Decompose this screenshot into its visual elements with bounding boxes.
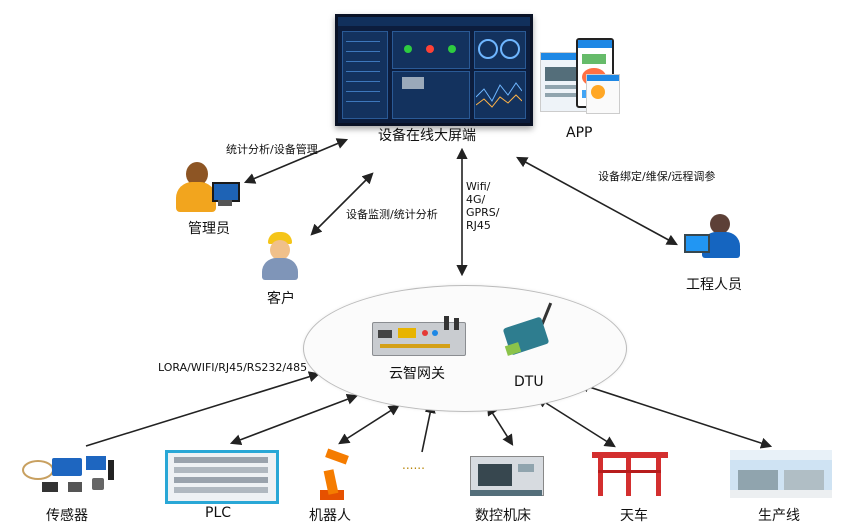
arrow-crane (536, 396, 616, 448)
customer-icon (262, 232, 298, 280)
cnc-image (470, 450, 544, 496)
sensor-image (22, 452, 118, 496)
arrow-dots (421, 401, 436, 453)
production-line-image (730, 450, 832, 498)
robot-image (312, 448, 352, 500)
dtu-label: DTU (514, 374, 544, 390)
customer-edge-label: 设备监测/统计分析 (346, 208, 438, 221)
field-bus-edge-label: LORA/WIFI/RJ45/RS232/485 (158, 361, 308, 374)
app-label: APP (566, 125, 593, 141)
customer-label: 客户 (267, 291, 295, 307)
plc-image (165, 450, 279, 504)
arrow-sensor (85, 371, 321, 447)
production-line-label: 生产线 (758, 508, 800, 524)
big-screen-label: 设备在线大屏端 (378, 128, 476, 144)
cnc-label: 数控机床 (475, 508, 531, 524)
admin-icon (176, 162, 240, 216)
network-edge-label: Wifi/ 4G/ GPRS/ RJ45 (466, 180, 500, 232)
app-screens-image (540, 38, 620, 118)
arrow-cnc (486, 404, 514, 446)
gateway-label: 云智网关 (389, 366, 445, 382)
engineer-icon (684, 214, 744, 258)
crane-label: 天车 (620, 508, 648, 524)
plc-label: PLC (205, 505, 232, 521)
admin-edge-label: 统计分析/设备管理 (226, 143, 318, 156)
admin-label: 管理员 (188, 221, 230, 237)
robot-label: 机器人 (309, 508, 351, 524)
ellipsis-dots: ...... (402, 458, 425, 472)
dashboard-screen-image (335, 14, 533, 126)
arrow-robot (338, 404, 400, 445)
engineer-edge-label: 设备绑定/维保/远程调参 (598, 170, 716, 183)
arrow-plc (229, 393, 359, 446)
arrow-admin-screen (243, 138, 349, 184)
arrow-customer-screen (310, 172, 374, 236)
dtu-device-image (500, 300, 556, 366)
arrow-engineer-screen (516, 156, 678, 246)
sensor-label: 传感器 (46, 508, 88, 524)
arrow-production-line (577, 381, 773, 449)
crane-image (592, 452, 668, 496)
engineer-label: 工程人员 (686, 277, 742, 293)
gateway-device-image (372, 316, 466, 358)
